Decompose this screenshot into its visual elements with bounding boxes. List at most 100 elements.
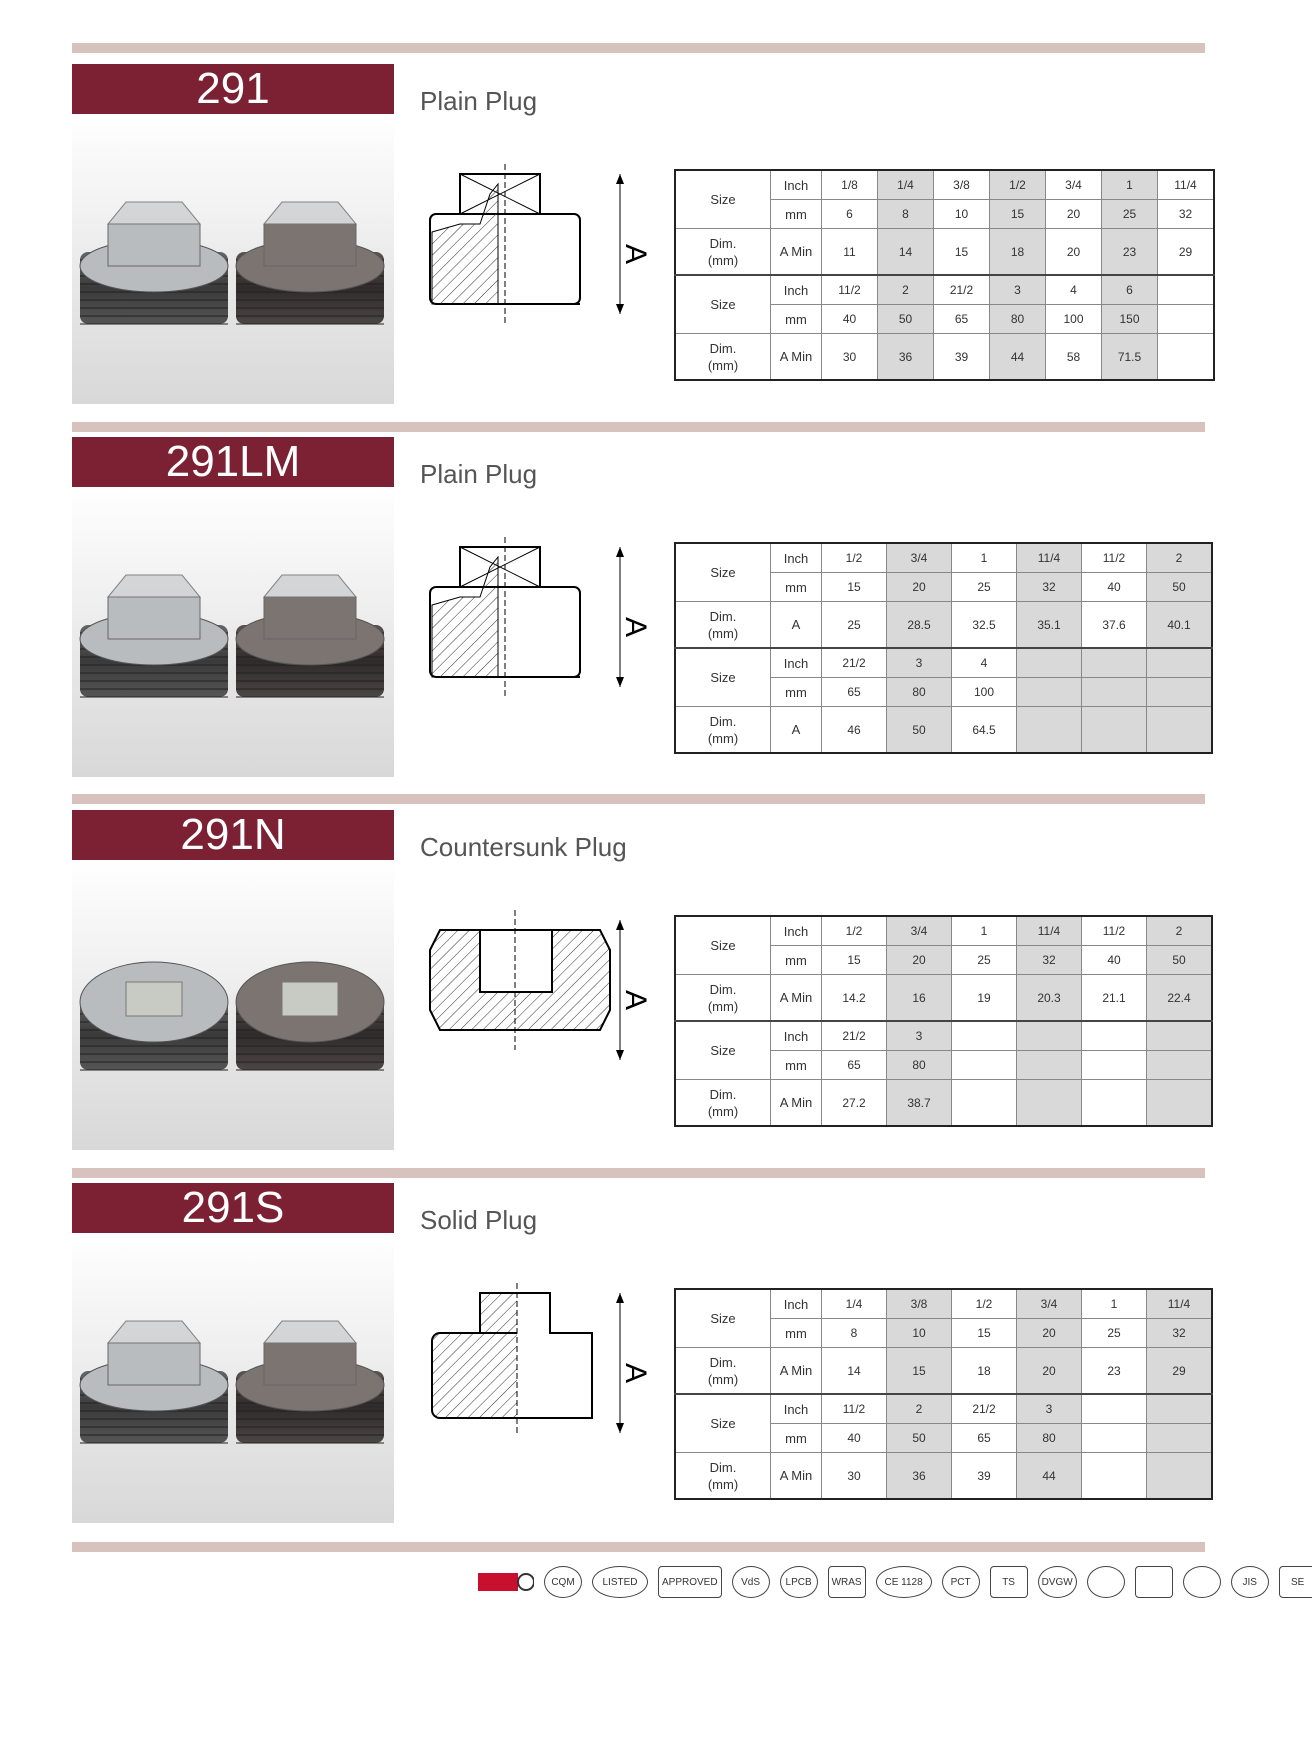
- mm-cell: 10: [933, 199, 990, 229]
- mm-cell: 150: [1101, 304, 1158, 334]
- dim-label-text: Dim.: [709, 1459, 737, 1475]
- inch-cell: 3: [1016, 1393, 1082, 1424]
- a-cell: 35.1: [1016, 601, 1082, 649]
- rule-top-2: [72, 422, 1205, 432]
- mm-cell: 65: [821, 1050, 887, 1080]
- a-row-label: A Min: [770, 228, 822, 276]
- dim-label: Dim.(mm): [674, 1452, 771, 1500]
- a-row-label: A Min: [770, 1347, 822, 1395]
- inch-row-label: Inch: [770, 274, 822, 305]
- a-cell: [1146, 706, 1213, 754]
- inch-row-label: Inch: [770, 169, 822, 200]
- product-title: Countersunk Plug: [420, 832, 627, 862]
- a-cell: [1081, 1452, 1147, 1500]
- inch-cell: 1/2: [951, 1288, 1017, 1319]
- mm-cell: 15: [821, 572, 887, 602]
- certification-text: SE: [1291, 1576, 1305, 1588]
- a-cell: 15: [933, 228, 990, 276]
- a-cell: 11: [821, 228, 878, 276]
- inch-cell: [1146, 647, 1213, 678]
- product-photo: [72, 1233, 394, 1523]
- mm-cell: [1146, 1423, 1213, 1453]
- a-cell: 14.2: [821, 974, 887, 1022]
- mm-cell: 50: [886, 1423, 952, 1453]
- inch-cell: 1: [1101, 169, 1158, 200]
- mm-cell: 25: [1101, 199, 1158, 229]
- product-code-banner: 291: [72, 64, 394, 114]
- inch-cell: 3: [989, 274, 1046, 305]
- product-photo: [72, 114, 394, 404]
- vds-icon: VdS: [731, 1566, 770, 1598]
- mm-cell: [1016, 1050, 1082, 1080]
- inch-cell: 3/8: [886, 1288, 952, 1319]
- a-cell: 14: [877, 228, 934, 276]
- a-cell: 18: [951, 1347, 1017, 1395]
- a-cell: 20.3: [1016, 974, 1082, 1022]
- mm-cell: 50: [1146, 945, 1213, 975]
- mm-cell: 20: [1016, 1318, 1082, 1348]
- certification-text: VdS: [741, 1576, 761, 1588]
- size-label: Size: [674, 1288, 771, 1348]
- a-row-label: A Min: [770, 1079, 822, 1127]
- a-cell: [1081, 706, 1147, 754]
- inch-cell: 1/4: [821, 1288, 887, 1319]
- dim-label: Dim.(mm): [674, 1079, 771, 1127]
- a-cell: 44: [1016, 1452, 1082, 1500]
- mm-cell: 20: [1045, 199, 1102, 229]
- product-photo: [72, 487, 394, 777]
- a-cell: 37.6: [1081, 601, 1147, 649]
- inch-row-label: Inch: [770, 1393, 822, 1424]
- a-cell: 39: [951, 1452, 1017, 1500]
- dim-label: Dim.(mm): [674, 601, 771, 649]
- inch-row-label: Inch: [770, 542, 822, 573]
- kitemark-icon: [1182, 1566, 1221, 1598]
- inch-cell: 11/2: [821, 1393, 887, 1424]
- inch-cell: 1/2: [821, 542, 887, 573]
- size-label: Size: [674, 274, 771, 334]
- certification-text: LISTED: [602, 1576, 638, 1588]
- a-row-label: A Min: [770, 333, 822, 381]
- inch-cell: 11/4: [1157, 169, 1215, 200]
- dim-unit-text: (mm): [707, 1371, 739, 1387]
- mm-cell: 40: [1081, 945, 1147, 975]
- mm-cell: 25: [1081, 1318, 1147, 1348]
- inch-cell: [1081, 647, 1147, 678]
- a-cell: 29: [1157, 228, 1215, 276]
- inch-cell: 1: [951, 915, 1017, 946]
- mm-cell: 15: [989, 199, 1046, 229]
- mm-cell: 40: [1081, 572, 1147, 602]
- mm-cell: 8: [821, 1318, 887, 1348]
- dvgw-icon: DVGW: [1037, 1566, 1077, 1598]
- dimension-label-a: A: [619, 617, 652, 637]
- product-title: Solid Plug: [420, 1205, 538, 1235]
- inch-cell: 6: [1101, 274, 1158, 305]
- rule-top-3: [72, 794, 1205, 804]
- rule-top-1: [72, 43, 1205, 53]
- inch-cell: 1: [1081, 1288, 1147, 1319]
- inch-cell: 11/4: [1016, 915, 1082, 946]
- inch-cell: 21/2: [951, 1393, 1017, 1424]
- mm-row-label: mm: [770, 199, 822, 229]
- inch-row-label: Inch: [770, 1288, 822, 1319]
- product-photo: [72, 860, 394, 1150]
- mm-cell: [1157, 304, 1215, 334]
- dimension-label-a: A: [619, 990, 652, 1010]
- mm-cell: 10: [886, 1318, 952, 1348]
- mm-row-label: mm: [770, 945, 822, 975]
- mm-cell: [1081, 677, 1147, 707]
- a-cell: 20: [1016, 1347, 1082, 1395]
- mm-cell: 50: [1146, 572, 1213, 602]
- certification-text: WRAS: [831, 1576, 862, 1588]
- dim-label-text: Dim.: [709, 608, 737, 624]
- dim-label: Dim.(mm): [674, 974, 771, 1022]
- mm-cell: 65: [933, 304, 990, 334]
- a-cell: 15: [886, 1347, 952, 1395]
- mm-cell: 100: [1045, 304, 1102, 334]
- a-cell: 29: [1146, 1347, 1213, 1395]
- mm-cell: 50: [877, 304, 934, 334]
- inch-cell: 4: [1045, 274, 1102, 305]
- inch-cell: [951, 1020, 1017, 1051]
- inch-cell: 3/4: [1016, 1288, 1082, 1319]
